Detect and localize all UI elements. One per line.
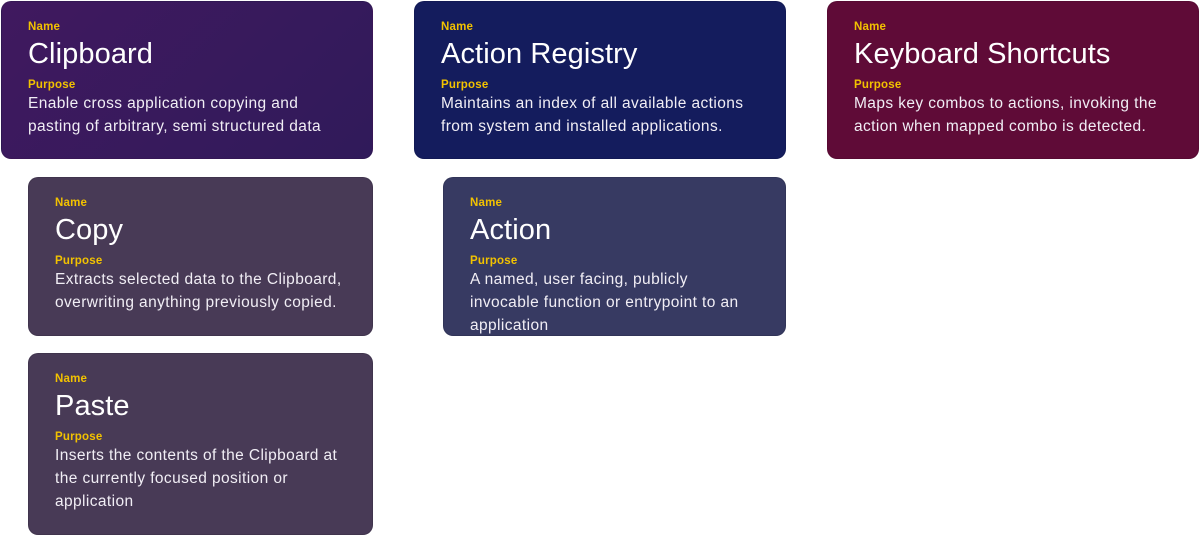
card-title: Copy: [55, 214, 124, 246]
card-title: Action: [470, 214, 552, 246]
purpose-label: Purpose: [55, 431, 103, 443]
card-action-registry: Name Action Registry Purpose Maintains a…: [414, 1, 786, 159]
purpose-label: Purpose: [55, 255, 103, 267]
purpose-label: Purpose: [470, 255, 518, 267]
name-label: Name: [55, 197, 88, 209]
card-title: Clipboard: [28, 38, 154, 70]
name-label: Name: [854, 21, 887, 33]
card-paste: Name Paste Purpose Inserts the contents …: [28, 353, 373, 535]
card-title: Paste: [55, 390, 130, 422]
card-description: A named, user facing, publicly invocable…: [470, 271, 739, 334]
name-label: Name: [441, 21, 474, 33]
card-description: Maps key combos to actions, invoking the…: [854, 95, 1157, 135]
purpose-label: Purpose: [854, 79, 902, 91]
purpose-label: Purpose: [441, 79, 489, 91]
name-label: Name: [470, 197, 503, 209]
name-label: Name: [55, 373, 88, 385]
purpose-label: Purpose: [28, 79, 76, 91]
card-description: Enable cross application copying and pas…: [28, 95, 322, 135]
card-description: Maintains an index of all available acti…: [441, 95, 744, 135]
card-description: Inserts the contents of the Clipboard at…: [55, 447, 338, 510]
card-clipboard: Name Clipboard Purpose Enable cross appl…: [1, 1, 373, 159]
name-label: Name: [28, 21, 61, 33]
card-description: Extracts selected data to the Clipboard,…: [55, 271, 342, 311]
card-title: Keyboard Shortcuts: [854, 38, 1111, 70]
card-title: Action Registry: [441, 38, 638, 70]
card-keyboard-shortcuts: Name Keyboard Shortcuts Purpose Maps key…: [827, 1, 1199, 159]
card-action: Name Action Purpose A named, user facing…: [443, 177, 786, 336]
card-copy: Name Copy Purpose Extracts selected data…: [28, 177, 373, 336]
